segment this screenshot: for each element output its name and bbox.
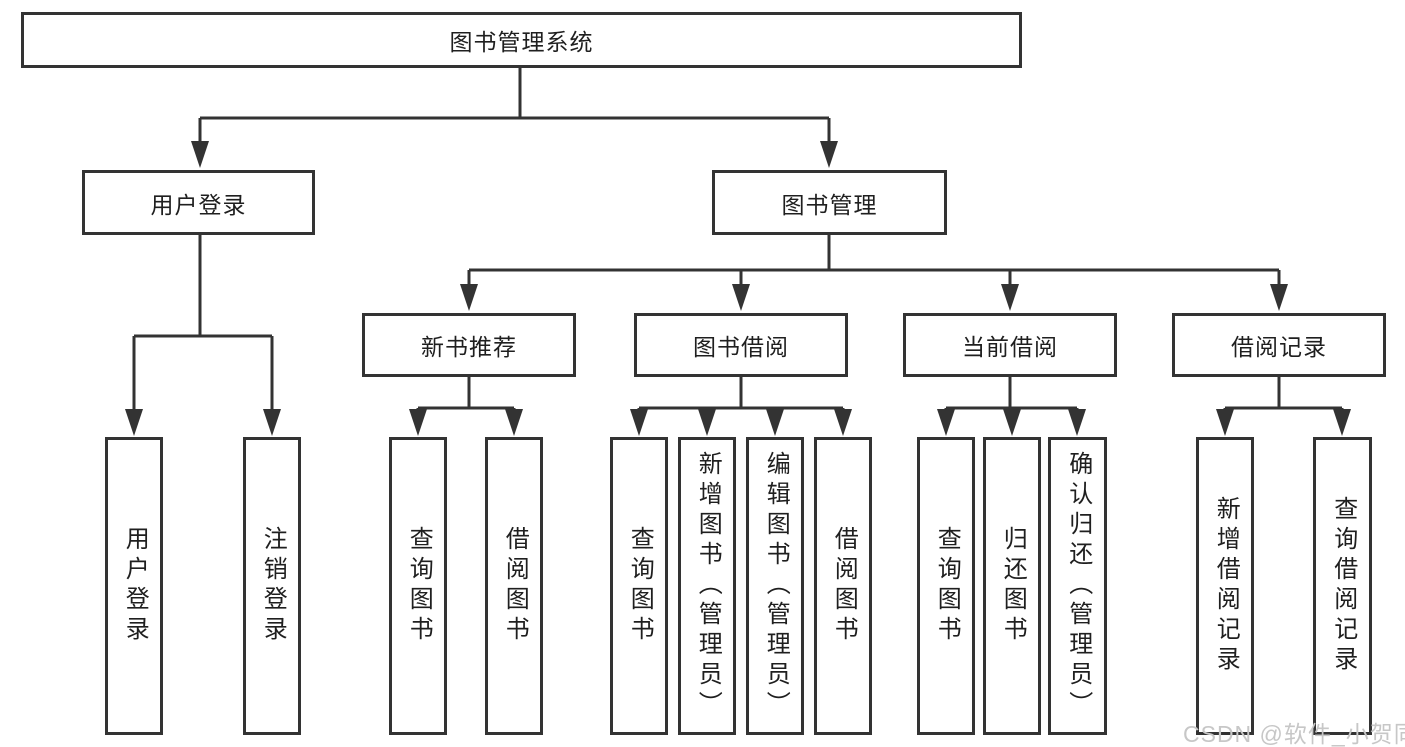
node-library-system: 图书管理系统 <box>21 12 1022 68</box>
node-label: 编辑图书（管理员） <box>762 451 790 721</box>
node-label: 借阅记录 <box>1231 334 1327 360</box>
leaf-user-login: 用户登录 <box>105 437 163 735</box>
leaf-query-books-borrowing: 查询图书 <box>610 437 668 735</box>
node-label: 用户登录 <box>121 526 149 646</box>
leaf-query-borrow-record: 查询借阅记录 <box>1313 437 1372 735</box>
node-label: 确认归还（管理员） <box>1064 451 1092 721</box>
node-label: 当前借阅 <box>962 334 1058 360</box>
node-user-login: 用户登录 <box>82 170 315 235</box>
csdn-watermark: CSDN @软件_小贺同学 <box>1183 721 1405 747</box>
leaf-add-book-admin: 新增图书（管理员） <box>678 437 736 735</box>
leaf-query-books-current: 查询图书 <box>917 437 975 735</box>
leaf-add-borrow-record: 新增借阅记录 <box>1196 437 1254 735</box>
node-new-book-recommend: 新书推荐 <box>362 313 576 377</box>
node-label: 借阅图书 <box>501 526 529 646</box>
node-label: 图书借阅 <box>693 334 789 360</box>
node-book-borrowing: 图书借阅 <box>634 313 848 377</box>
node-label: 查询借阅记录 <box>1329 496 1357 676</box>
leaf-return-books: 归还图书 <box>983 437 1041 735</box>
node-label: 查询图书 <box>405 526 433 646</box>
node-label: 新增借阅记录 <box>1212 496 1240 676</box>
leaf-edit-book-admin: 编辑图书（管理员） <box>746 437 804 735</box>
node-label: 注销登录 <box>259 526 287 646</box>
arrowheads <box>125 141 1351 436</box>
node-label: 图书管理系统 <box>449 29 594 55</box>
node-label: 查询图书 <box>933 526 961 646</box>
node-label: 查询图书 <box>626 526 654 646</box>
leaf-borrow-books-borrowing: 借阅图书 <box>814 437 872 735</box>
leaf-borrow-books-recommend: 借阅图书 <box>485 437 543 735</box>
leaf-query-books-recommend: 查询图书 <box>389 437 447 735</box>
node-current-borrowing: 当前借阅 <box>903 313 1117 377</box>
node-label: 图书管理 <box>781 191 878 218</box>
node-book-management: 图书管理 <box>712 170 947 235</box>
connector-segments <box>132 67 1344 412</box>
node-borrowing-records: 借阅记录 <box>1172 313 1386 377</box>
node-label: 用户登录 <box>150 191 247 218</box>
leaf-confirm-return-admin: 确认归还（管理员） <box>1048 437 1107 735</box>
node-label: 新增图书（管理员） <box>694 451 722 721</box>
node-label: 归还图书 <box>999 526 1027 646</box>
node-label: 新书推荐 <box>421 334 517 360</box>
leaf-logout-login: 注销登录 <box>243 437 301 735</box>
node-label: 借阅图书 <box>830 526 858 646</box>
